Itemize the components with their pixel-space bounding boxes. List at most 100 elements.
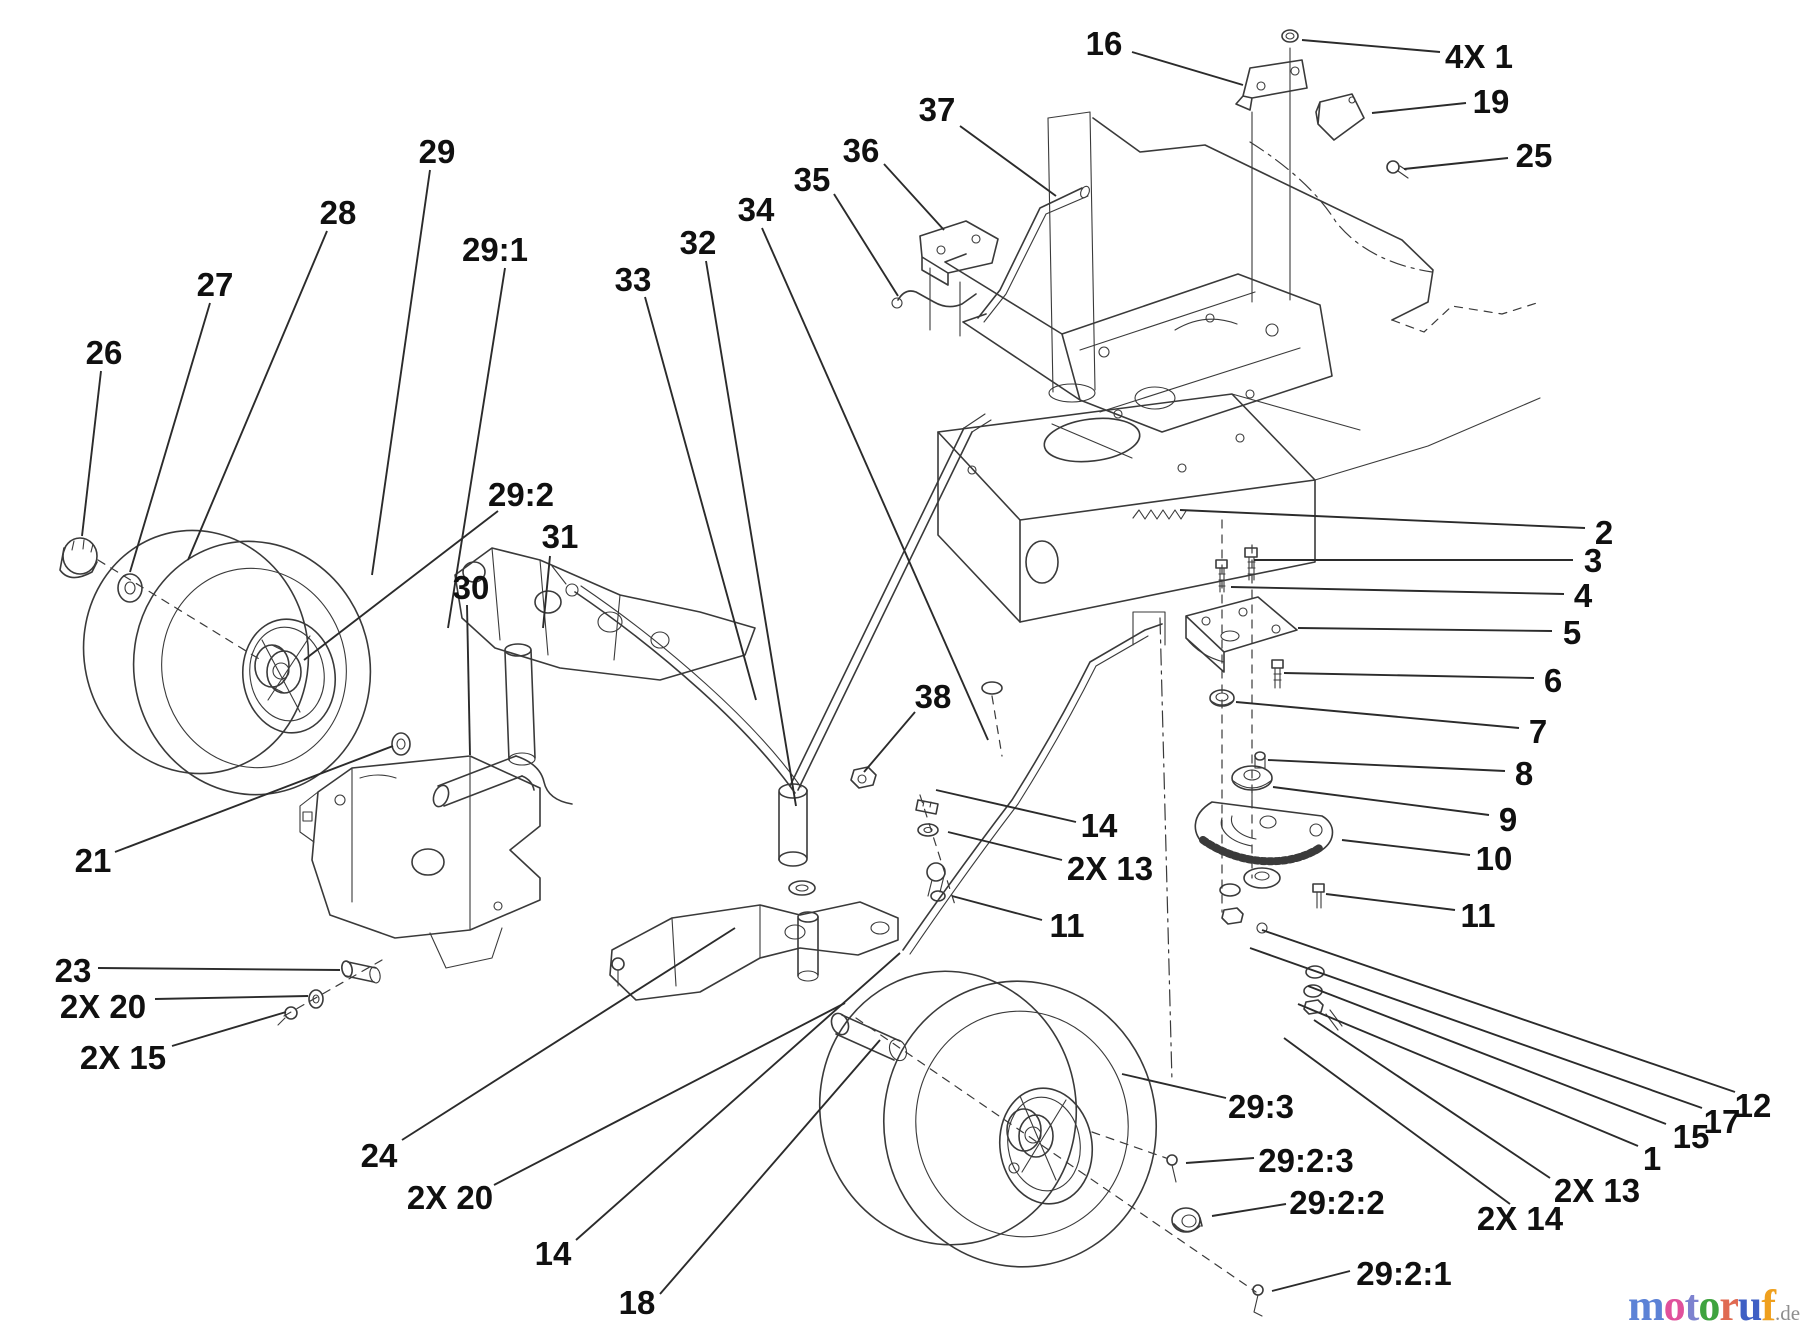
bolt-6-shank — [1273, 667, 1282, 689]
bracket-plate — [311, 755, 541, 939]
part-label-8: 8 — [1515, 755, 1533, 792]
leader-line-11-right — [1325, 893, 1456, 911]
cap-29-2-1-part — [1252, 1284, 1264, 1317]
box-hole — [967, 465, 977, 475]
plate-5-flange — [1185, 637, 1225, 663]
tie-rod-end-ball — [926, 862, 946, 882]
part-label-34: 34 — [738, 191, 775, 228]
part-label-33: 33 — [615, 261, 652, 298]
hook-eye — [891, 297, 903, 309]
tire-far-sidewall — [82, 529, 310, 775]
lower-column-top — [797, 911, 819, 923]
axle-pivot-assembly — [432, 547, 756, 808]
spacer-23-sides — [345, 961, 377, 983]
plate-hole — [1265, 323, 1279, 337]
leader-lines — [81, 39, 1736, 1295]
rim-inner — [249, 626, 325, 722]
frame-box-left — [937, 431, 1021, 623]
arm-hole — [650, 631, 670, 649]
leader-line-2x14 — [1283, 1037, 1511, 1205]
bracket-19-part — [1315, 93, 1365, 141]
part-label-29: 29 — [419, 133, 456, 170]
leader-line-27 — [129, 302, 211, 573]
leader-line-16 — [1131, 51, 1244, 86]
part-label-2x13-br: 2X 13 — [1554, 1172, 1640, 1209]
column-sides — [778, 789, 808, 861]
bushing-7 — [1209, 689, 1235, 707]
tower-base — [1048, 383, 1096, 403]
bracket-19-hole — [1348, 96, 1356, 104]
washer-13 — [917, 823, 939, 837]
bolt-11-head — [1312, 883, 1325, 893]
cone-washer-hub — [1254, 871, 1270, 881]
part-label-11-right: 11 — [1461, 897, 1496, 934]
part-label-14-mid: 14 — [1081, 807, 1118, 844]
part-label-2x20-upper: 2X 20 — [60, 988, 146, 1025]
tire-bead — [915, 1010, 1129, 1238]
steering-gear-column — [1159, 519, 1343, 1083]
arm-hub — [534, 590, 562, 614]
box-oval-slash — [1051, 423, 1133, 459]
leader-line-4x1 — [1301, 39, 1441, 53]
nut-38-part — [850, 766, 877, 789]
washer-20-upper — [308, 989, 324, 1009]
plate-5-slot — [1220, 630, 1240, 642]
part-label-5: 5 — [1563, 614, 1581, 651]
rim-spokes — [261, 635, 311, 713]
bushing-7-side — [1209, 699, 1235, 706]
arm-hole — [597, 611, 623, 633]
motoruf-logo[interactable]: motoruf.de — [1628, 1284, 1800, 1332]
spacer-23-end — [369, 966, 381, 984]
part-label-15: 15 — [1673, 1118, 1710, 1155]
plate-5-hole — [1271, 624, 1281, 634]
frame-box-top — [937, 393, 1316, 521]
leader-line-2x15 — [171, 1011, 287, 1047]
bracket-slot — [359, 774, 397, 779]
leader-line-37 — [959, 125, 1057, 197]
washer-outer — [117, 573, 143, 603]
upper-plate — [1061, 273, 1333, 433]
steering-shaft-33-part — [789, 413, 992, 791]
bolt-4-head — [1215, 559, 1228, 569]
drag-link-31-part — [551, 565, 802, 794]
bracket-36-hole — [936, 245, 946, 255]
part-label-17: 17 — [1704, 1103, 1741, 1140]
spring-2-part — [1132, 509, 1187, 520]
column-bottom — [778, 851, 808, 867]
washer-12-17 — [1305, 965, 1325, 979]
cap-head — [1252, 1284, 1264, 1296]
shaft-top-bend — [963, 413, 992, 433]
motoruf-logo-tld: .de — [1774, 1301, 1800, 1325]
rim-spokes — [1019, 1095, 1067, 1181]
fitting-8-top — [1254, 751, 1266, 761]
leader-line-15 — [1307, 985, 1667, 1125]
part-label-21: 21 — [75, 842, 112, 879]
gear-10-teeth — [1199, 836, 1325, 866]
part-label-11-mid: 11 — [1050, 907, 1085, 944]
bracket-tab — [429, 927, 503, 969]
part-label-6: 6 — [1544, 662, 1562, 699]
plate-hole — [1205, 313, 1215, 323]
hook-rod-outline — [897, 290, 977, 308]
part-label-24: 24 — [361, 1137, 398, 1174]
gear-axis-centerline — [1159, 617, 1173, 1083]
screw-23-hardware — [277, 959, 383, 1026]
leader-line-32 — [705, 260, 797, 807]
part-label-14-bottom: 14 — [535, 1235, 572, 1272]
box-round-hole — [1025, 540, 1059, 584]
spindle-pin-end-b — [888, 1038, 908, 1062]
plate-cutout — [1174, 318, 1238, 331]
drag-link-hookend — [551, 565, 567, 585]
tie-rod-b — [909, 635, 1149, 955]
frame-right-rails — [1231, 393, 1541, 481]
rod-37-line-a — [977, 187, 1083, 319]
tire-outer — [132, 540, 372, 796]
leader-line-36 — [883, 163, 945, 231]
nut-38-hex — [850, 766, 877, 789]
assembly-axes — [1221, 519, 1253, 913]
part-label-36: 36 — [843, 132, 880, 169]
part-label-28: 28 — [320, 194, 357, 231]
part-label-23: 23 — [55, 952, 92, 989]
